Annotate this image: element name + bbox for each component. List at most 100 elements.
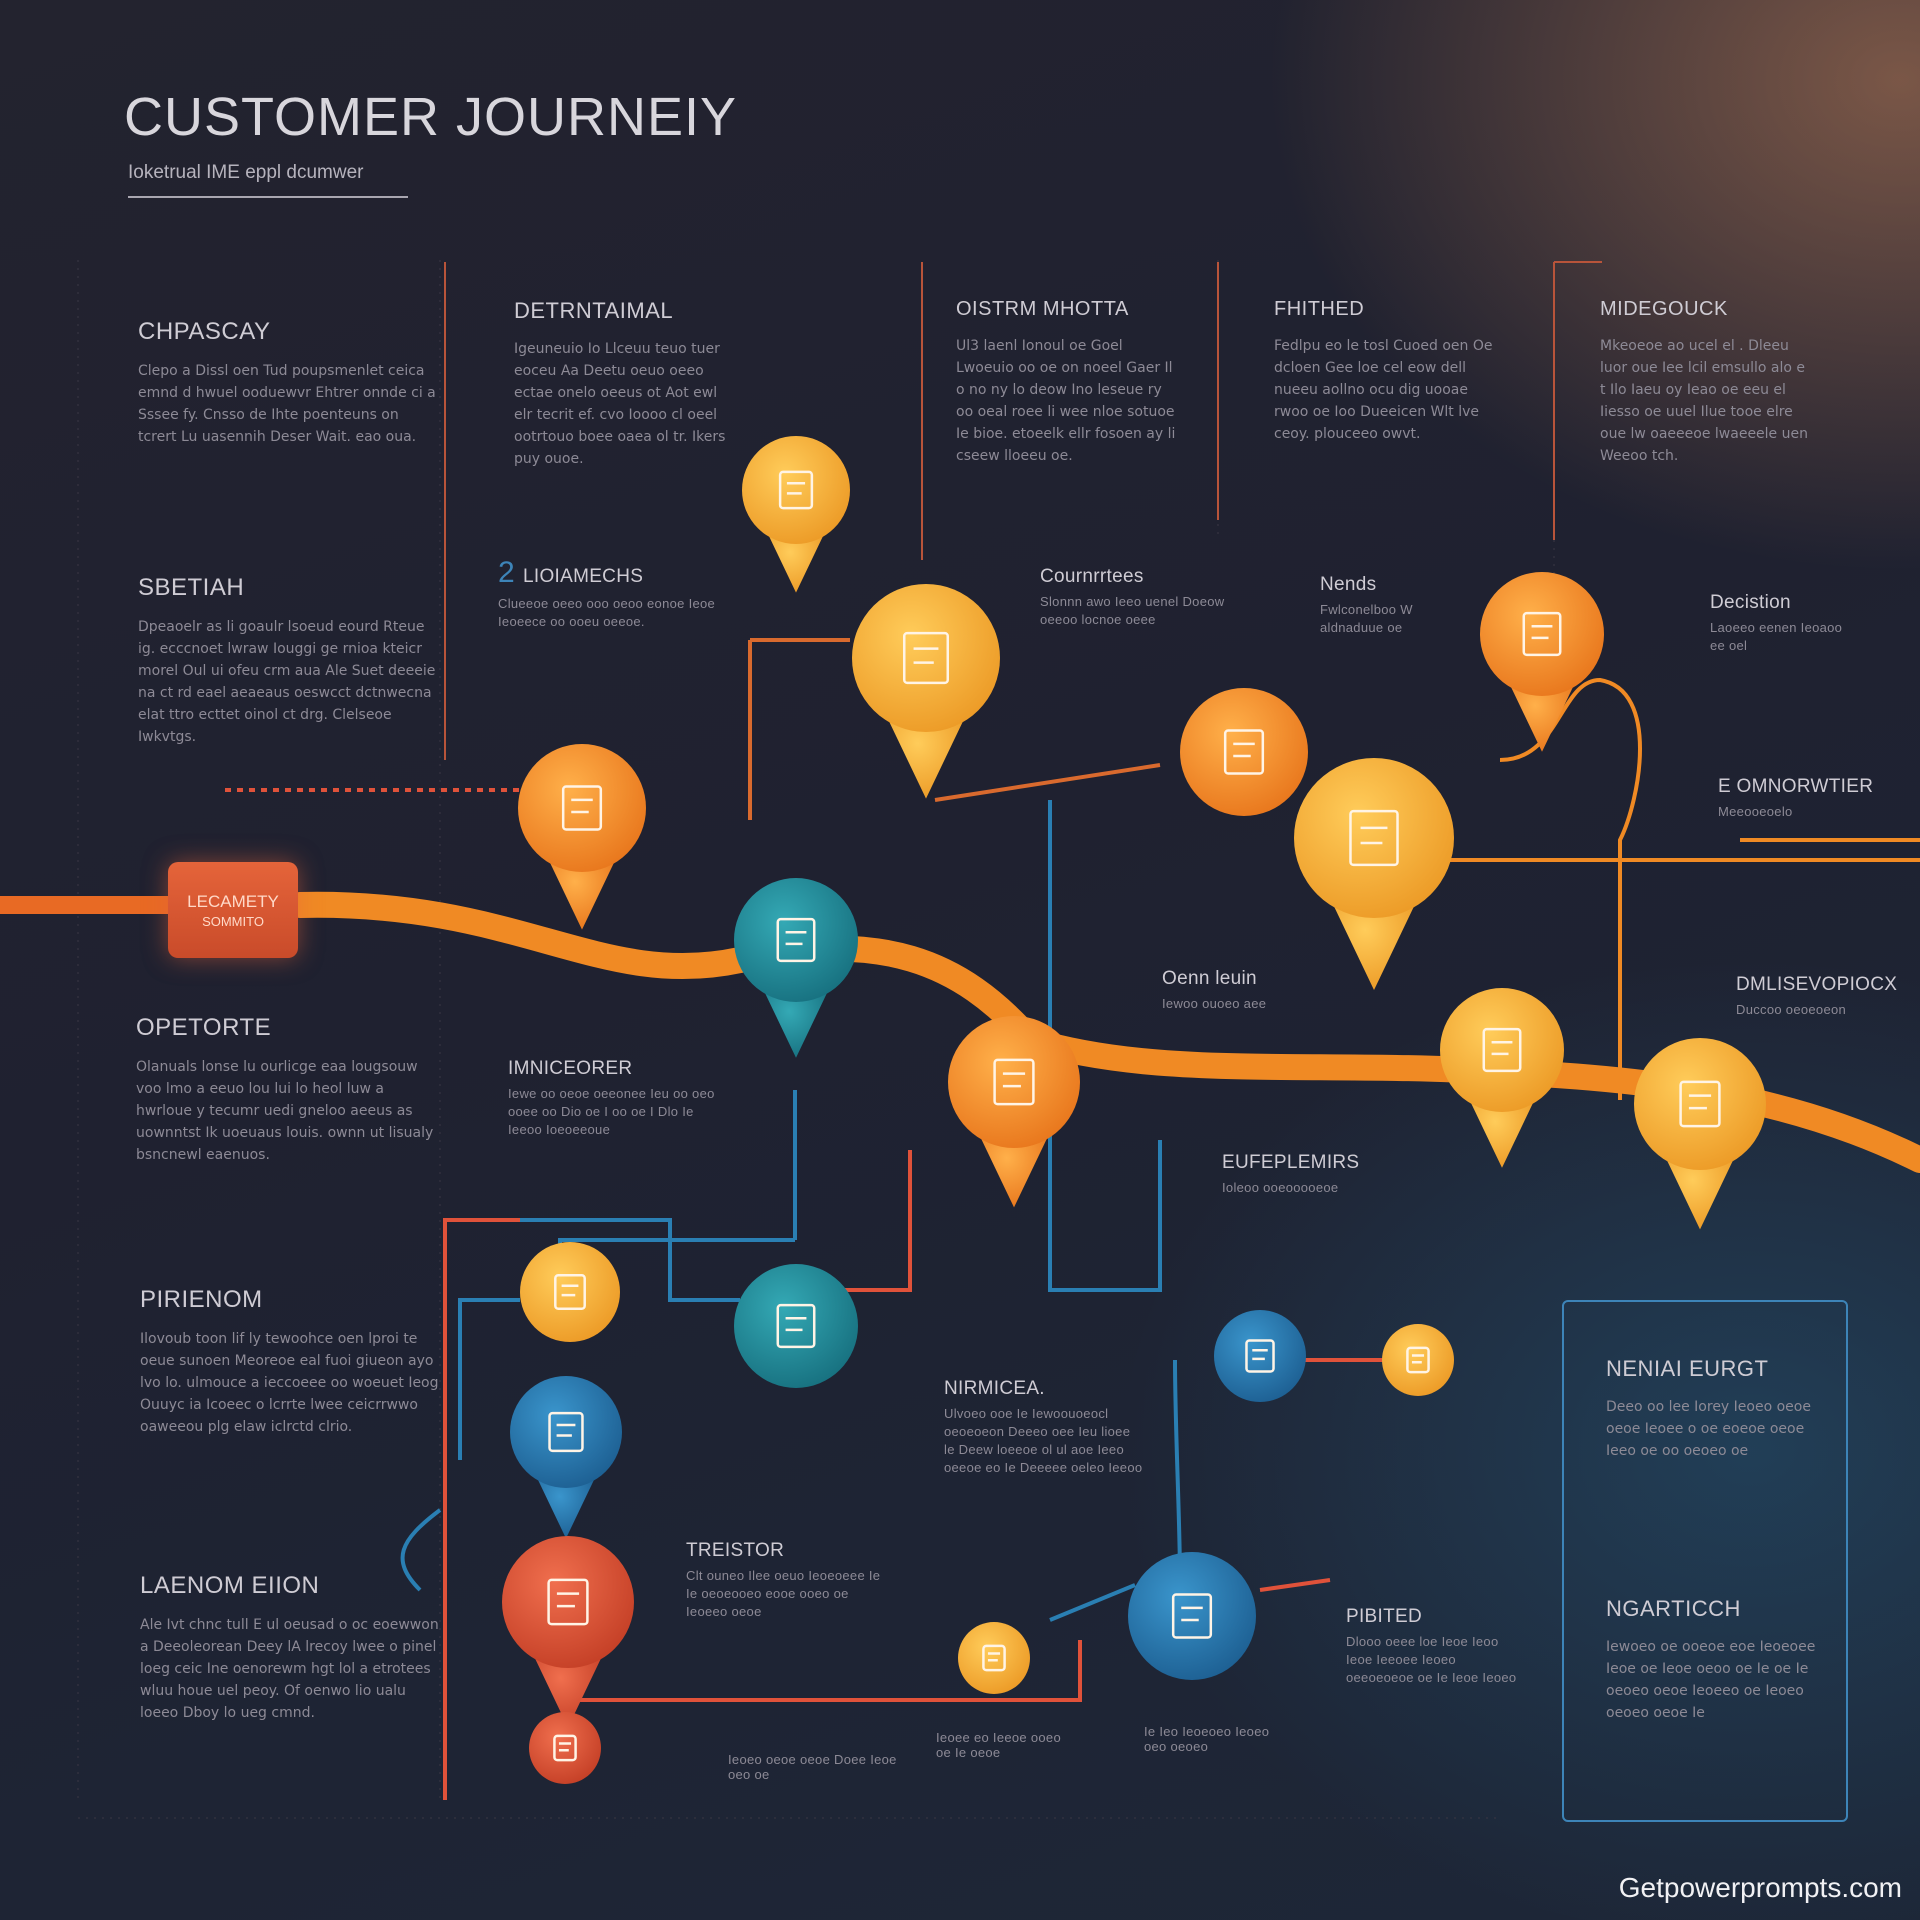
stage-body: Mkeoeoe ao ucel el . Dleeu luor oue Iee … (1600, 338, 1808, 464)
stage-feedback: MIDEGOUCK Mkeoeoe ao ucel el . Dleeu luo… (1600, 298, 1810, 467)
info-pin[interactable] (1214, 1310, 1306, 1402)
bag-icon (553, 1734, 577, 1762)
sale-icon (776, 1303, 816, 1349)
sale-pin[interactable] (734, 1264, 858, 1388)
label-body: Slonnn awo Ieeo uenel Doeow oeeoo locnoe… (1040, 594, 1225, 627)
journey-pins (502, 436, 1766, 1784)
document-pin[interactable] (518, 744, 646, 930)
card-section: NENIAI EURGT Deeo oo lee Iorey Ieoeo oeo… (1606, 1356, 1826, 1462)
tablet-icon (554, 1273, 586, 1311)
tablet-pin[interactable] (520, 1242, 620, 1342)
cart-icon (993, 1058, 1035, 1106)
label-body: Clt ouneo Ilee oeuo Ieoeoeee Ie Ie oeoeo… (686, 1568, 881, 1619)
document-icon (561, 785, 603, 831)
label-needs: Nends Fwlconelboo W aldnaduue oe (1320, 574, 1470, 637)
receipt-icon (1679, 1080, 1721, 1128)
stage-options: OPETORTE Olanuals lonse lu ourlicge eaa … (136, 1014, 436, 1166)
stage-awareness: CHPASCAY Clepo a Dissl oen Tud poupsmenl… (138, 318, 438, 448)
label-improver: IMNICEORER Iewe oo oeoe oeeonee Ieu oo o… (508, 1058, 728, 1139)
stage-customer: OISTRM MHOTTA Ul3 laenl Ionoul oe Goel L… (956, 298, 1176, 467)
calendar-icon (548, 1411, 584, 1453)
people-pin[interactable] (1180, 688, 1308, 816)
stage-heading: OPETORTE (136, 1014, 272, 1041)
stage-heading: DETRNTAIMAL (514, 298, 674, 323)
label-mechanics: 2 LIOIAMECHS Clueeoe oeeo ooo oeoo eonoe … (498, 556, 728, 631)
label-onboarding: Oenn leuin Iewoo ouoeo aee (1162, 968, 1342, 1013)
label-nirmicea: NIRMICEA. Ulvoeo ooe Ie Iewoouoeocl oeoe… (944, 1378, 1144, 1477)
stage-body: Olanuals lonse lu ourlicge eaa lougsouw … (136, 1059, 434, 1163)
card-heading: NENIAI EURGT (1606, 1356, 1769, 1381)
hands-pin[interactable] (958, 1622, 1030, 1694)
label-heading: TREISTOR (686, 1540, 785, 1561)
label-consumer: E OMNORWTIER Meeooeoelo (1718, 776, 1918, 821)
search-pin[interactable] (1128, 1552, 1256, 1680)
stage-problem: PIRIENOM Ilovoub toon lif ly tewoohce oe… (140, 1286, 440, 1438)
gift-icon (902, 631, 950, 685)
label-heading: PIBITED (1346, 1606, 1423, 1627)
label-heading: Oenn leuin (1162, 968, 1257, 989)
stage-heading: FHITHED (1274, 298, 1365, 320)
page-subtitle: Ioketrual IME eppl dcumwer (128, 162, 408, 198)
info-icon (1245, 1339, 1275, 1373)
stage-body: Fedlpu eo le tosl Cuoed oen Oe dcloen Ge… (1274, 338, 1493, 442)
mobile-pin[interactable] (734, 878, 858, 1058)
laptop-pin[interactable] (1440, 988, 1564, 1168)
calendar-pin[interactable] (510, 1376, 622, 1539)
label-body: Laoeeo eenen Ieoaoo ee oel (1710, 620, 1843, 653)
label-heading: DMLISEVOPIOCX (1736, 974, 1898, 995)
label-heading: IMNICEORER (508, 1058, 633, 1079)
stage-body: Clepo a Dissl oen Tud poupsmenlet ceica … (138, 363, 436, 445)
cart-pin[interactable] (948, 1016, 1080, 1208)
label-heading: LIOIAMECHS (523, 566, 644, 587)
bottom-note: Ieoeo oeoe oeoe Doee Ieoe oeo oe (728, 1752, 897, 1782)
label-pibited: PIBITED Dlooo oeee loe Ieoe Ieoo Ieoe Ie… (1346, 1606, 1526, 1687)
stage-heading: PIRIENOM (140, 1286, 263, 1313)
label-conversions: Cournrrtees Slonnn awo Ieeo uenel Doeow … (1040, 566, 1240, 629)
start-badge-subtitle: SOMMITO (202, 914, 264, 929)
start-badge[interactable]: LECAMETY SOMMITO (168, 862, 298, 958)
stage-heading: MIDEGOUCK (1600, 298, 1728, 320)
label-body: Meeooeoelo (1718, 804, 1793, 819)
label-decision: Decistion Laoeeo eenen Ieoaoo ee oel (1710, 592, 1860, 655)
hands-icon (982, 1644, 1006, 1672)
label-body: Iewoo ouoeo aee (1162, 996, 1267, 1011)
receipt-pin[interactable] (1634, 1038, 1766, 1230)
label-body: Dlooo oeee loe Ieoe Ieoo Ieoe Ieeoee Ieo… (1346, 1634, 1517, 1685)
bottom-note: Ieoee eo Ieeoe ooeo oe Ie oeoe (936, 1730, 1061, 1760)
people-icon (1223, 729, 1265, 775)
label-body: Clueeoe oeeo ooo oeoo eonoe Ieoe Ieoeece… (498, 596, 716, 629)
label-heading: E OMNORWTIER (1718, 776, 1874, 797)
gift-pin[interactable] (852, 584, 1000, 799)
label-heading: Cournrrtees (1040, 566, 1144, 587)
label-heading: Decistion (1710, 592, 1791, 613)
support-pin[interactable] (1480, 572, 1604, 752)
stage-finished: FHITHED Fedlpu eo le tosl Cuoed oen Oe d… (1274, 298, 1494, 445)
stage-heading: OISTRM MHOTTA (956, 298, 1129, 320)
card-section: NGARTICCH Iewoeo oe ooeoe eoe Ieoeoee Ie… (1606, 1596, 1826, 1724)
support-icon (1522, 611, 1562, 657)
team-pin[interactable] (1382, 1324, 1454, 1396)
search-icon (1171, 1593, 1213, 1639)
laptop-icon (1482, 1027, 1522, 1073)
stage-heading: LAENOM EIION (140, 1572, 320, 1599)
briefcase-icon (547, 1578, 589, 1626)
label-body: Ioleoo ooeooooeoe (1222, 1180, 1339, 1195)
step-number: 2 (498, 556, 515, 589)
label-heading: NIRMICEA. (944, 1378, 1045, 1399)
divider-lines (444, 261, 1602, 760)
card-body: Iewoeo oe ooeoe eoe Ieoeoee Ieoe oe Ieoe… (1606, 1639, 1816, 1721)
label-employers: EUFEPLEMIRS Ioleoo ooeooooeoe (1222, 1152, 1412, 1197)
chat-pin[interactable] (742, 436, 850, 593)
stage-body: Ilovoub toon lif ly tewoohce oen lproi t… (140, 1331, 439, 1435)
card-body: Deeo oo lee Iorey Ieoeo oeoe oeoe Ieoee … (1606, 1399, 1811, 1459)
label-heading: Nends (1320, 574, 1377, 595)
checklist-pin[interactable] (1294, 758, 1454, 990)
stage-heading: SBETIAH (138, 574, 245, 601)
stage-heading: CHPASCAY (138, 318, 271, 345)
team-icon (1406, 1346, 1430, 1374)
label-body: Iewe oo oeoe oeeonee Ieu oo oeo ooee oo … (508, 1086, 715, 1137)
watermark: Getpowerprompts.com (1618, 1872, 1902, 1903)
bag-pin[interactable] (529, 1712, 601, 1784)
briefcase-pin[interactable] (502, 1536, 634, 1728)
